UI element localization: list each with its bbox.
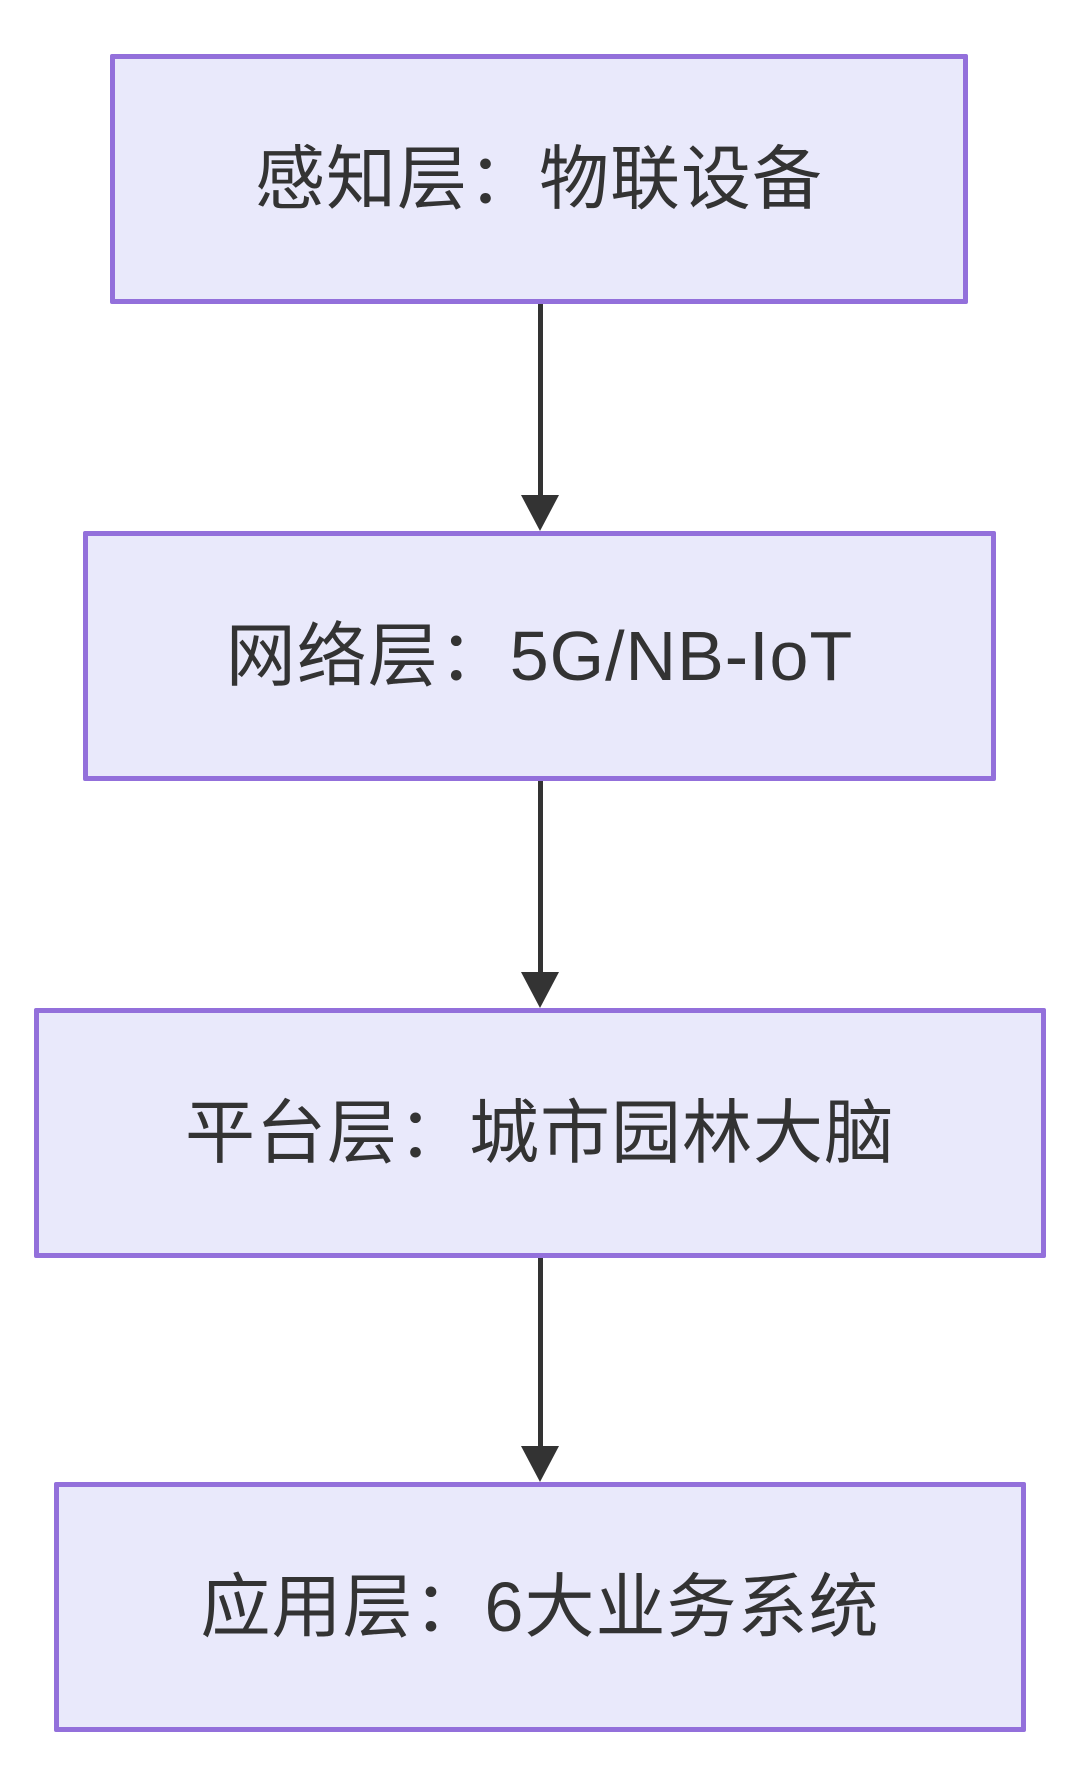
arrow-platform-to-application <box>521 1258 559 1482</box>
node-application-layer-label: 应用层：6大业务系统 <box>200 1568 880 1646</box>
node-perception-layer-label: 感知层：物联设备 <box>255 140 823 218</box>
node-network-layer-label: 网络层：5G/NB-IoT <box>225 617 854 695</box>
node-application-layer: 应用层：6大业务系统 <box>54 1482 1026 1732</box>
arrow-line <box>537 781 543 972</box>
arrow-line <box>537 304 543 495</box>
arrow-line <box>537 1258 543 1446</box>
node-network-layer: 网络层：5G/NB-IoT <box>83 531 996 781</box>
arrowhead-down-icon <box>521 495 559 531</box>
node-platform-layer-label: 平台层：城市园林大脑 <box>185 1094 895 1172</box>
arrowhead-down-icon <box>521 1446 559 1482</box>
arrowhead-down-icon <box>521 972 559 1008</box>
arrow-perception-to-network <box>521 304 559 531</box>
node-perception-layer: 感知层：物联设备 <box>110 54 968 304</box>
arrow-network-to-platform <box>521 781 559 1008</box>
node-platform-layer: 平台层：城市园林大脑 <box>34 1008 1046 1258</box>
